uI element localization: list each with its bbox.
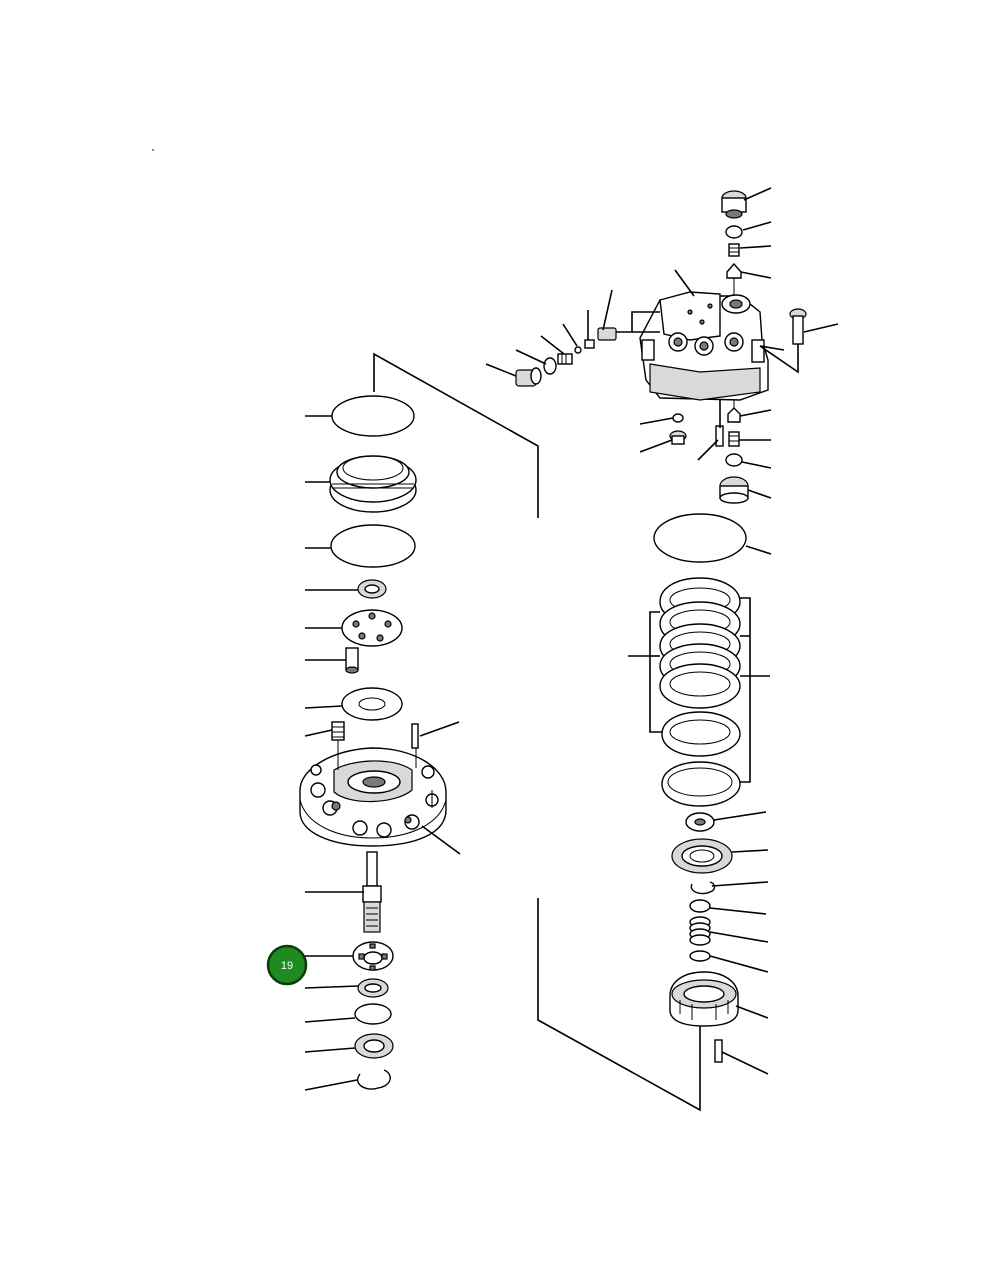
spring-under[interactable] [728, 431, 740, 447]
bearing-small-right[interactable] [685, 812, 715, 832]
snap-ring-right[interactable] [690, 881, 716, 895]
snap-ring[interactable] [357, 1069, 391, 1090]
roller-bearing-19[interactable] [352, 941, 394, 971]
planetary-carrier[interactable] [669, 971, 739, 1027]
o-ring-top[interactable] [725, 225, 743, 239]
poppet-left[interactable] [584, 339, 595, 349]
o-ring-under-right[interactable] [725, 453, 743, 467]
pin[interactable] [345, 647, 359, 674]
retainer-housing[interactable] [329, 455, 417, 513]
o-ring-right-large[interactable] [653, 513, 747, 563]
callout-label: 19 [281, 960, 293, 972]
washer-right[interactable] [689, 899, 711, 913]
o-ring-medium[interactable] [330, 524, 416, 568]
o-ring-large[interactable] [331, 395, 415, 437]
valve-plate[interactable] [341, 609, 403, 647]
spring-left[interactable] [557, 353, 573, 365]
check-under[interactable] [727, 407, 741, 423]
callout-19[interactable]: 19 [266, 944, 353, 986]
plug-angled[interactable] [597, 327, 617, 341]
motor-housing[interactable] [299, 747, 447, 847]
small-bearing[interactable] [357, 579, 387, 599]
spring-top[interactable] [728, 243, 740, 257]
dowel-pin-right[interactable] [714, 1039, 723, 1063]
valve-head-body[interactable] [639, 291, 769, 401]
spring-right[interactable] [689, 916, 711, 946]
plug-bottom[interactable] [719, 476, 749, 504]
oil-seal[interactable] [354, 1033, 394, 1059]
left-parts-stack [299, 395, 447, 1090]
bracket-lines [373, 352, 701, 1112]
plug-left[interactable] [515, 367, 542, 387]
right-top-leader-lines [485, 187, 839, 499]
o-ring-left[interactable] [543, 357, 557, 375]
valve-head-assembly[interactable] [515, 190, 807, 504]
plug-under[interactable] [669, 430, 687, 445]
o-ring-under[interactable] [672, 413, 684, 423]
side-bolt[interactable] [789, 308, 807, 345]
left-leader-lines [304, 415, 461, 1091]
needle-bearing[interactable] [357, 978, 389, 998]
dowel-pin[interactable] [411, 723, 419, 749]
shim-right[interactable] [689, 950, 711, 962]
thrust-washer[interactable] [341, 687, 403, 721]
stray-dot [152, 149, 154, 151]
o-ring-small[interactable] [354, 1003, 392, 1025]
pin-under[interactable] [715, 425, 724, 447]
right-stack-leader-lines [628, 545, 772, 1075]
check-valve[interactable] [726, 262, 742, 279]
bearing-large-right[interactable] [671, 838, 733, 874]
friction-plates[interactable] [659, 577, 741, 807]
top-plug[interactable] [721, 190, 747, 219]
output-shaft[interactable] [362, 851, 382, 933]
ball-left[interactable] [574, 346, 582, 354]
spring[interactable] [331, 721, 345, 741]
right-parts-stack [653, 513, 747, 1063]
callout-circle[interactable] [266, 944, 308, 986]
